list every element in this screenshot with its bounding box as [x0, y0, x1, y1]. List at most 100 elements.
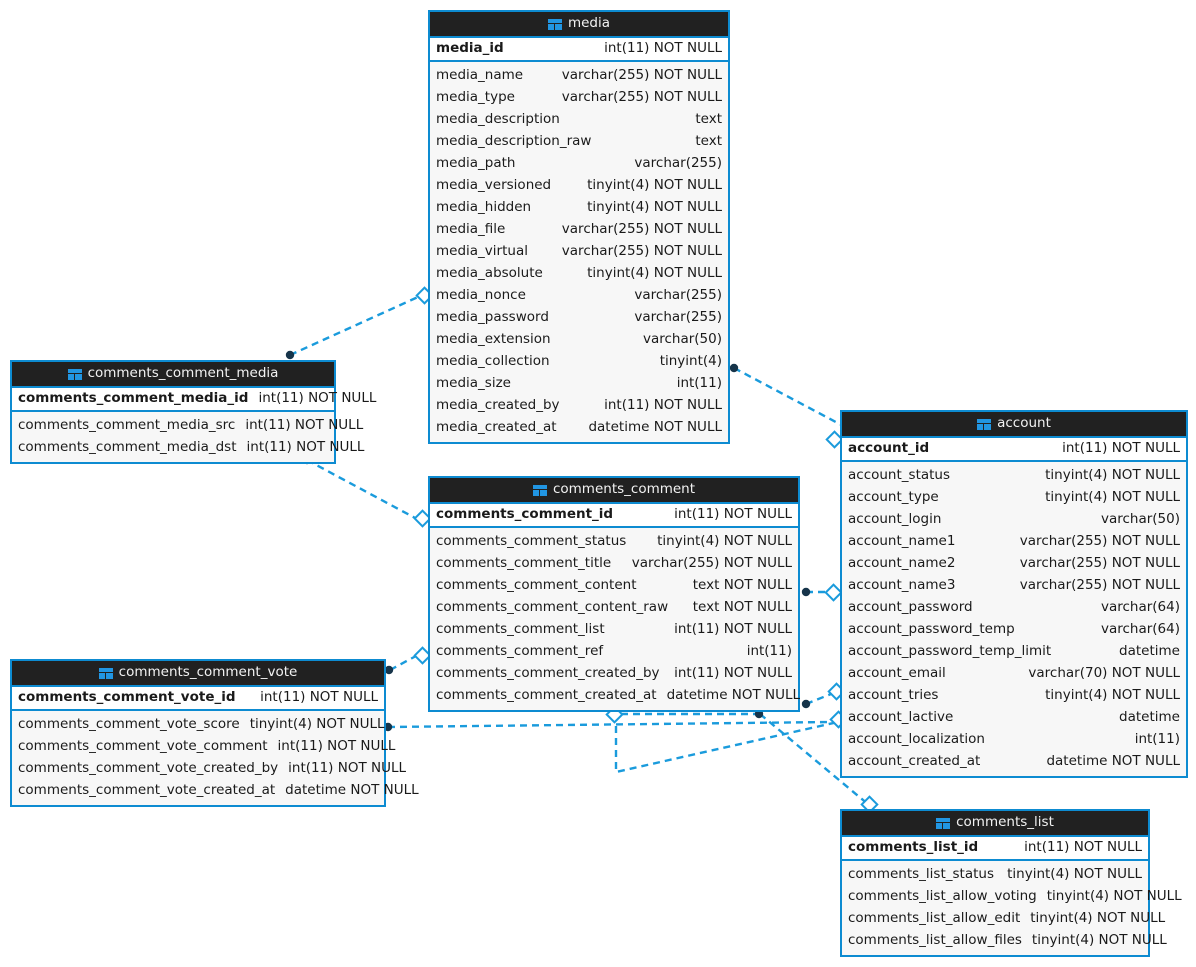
entity-header-media: media	[430, 12, 728, 38]
column-type: varchar(50)	[642, 331, 722, 348]
column-type: tinyint(4) NOT NULL	[587, 177, 722, 194]
column-name: account_localization	[848, 731, 985, 748]
entity-title: media	[567, 15, 611, 32]
column-name: comments_comment_content_raw	[436, 599, 669, 616]
column-type: datetime	[1119, 709, 1180, 726]
column-name: comments_comment_ref	[436, 643, 604, 660]
column-type: varchar(255) NOT NULL	[631, 555, 792, 572]
column-name: comments_comment_vote_score	[18, 716, 240, 733]
entity-account[interactable]: account account_id int(11) NOT NULL acco…	[840, 410, 1188, 778]
column-name: account_password_temp_limit	[848, 643, 1052, 660]
entity-media[interactable]: media media_id int(11) NOT NULL media_na…	[428, 10, 730, 444]
primary-key-row[interactable]: media_id int(11) NOT NULL	[430, 38, 728, 62]
column-type: tinyint(4) NOT NULL	[1007, 866, 1142, 883]
entity-comments-comment-media[interactable]: comments_comment_media comments_comment_…	[10, 360, 376, 464]
primary-key-row[interactable]: comments_comment_vote_id int(11) NOT NUL…	[12, 687, 384, 711]
primary-key-row[interactable]: comments_comment_id int(11) NOT NULL	[430, 504, 798, 528]
column-type: varchar(64)	[1100, 599, 1180, 616]
entity-comments-comment[interactable]: comments_comment comments_comment_id int…	[428, 476, 800, 712]
column-row[interactable]: account_status tinyint(4) NOT NULL	[842, 465, 1186, 487]
column-name: account_login	[848, 511, 942, 528]
column-name: media_created_by	[436, 397, 560, 414]
column-name: comments_comment_media_src	[18, 417, 236, 434]
primary-key-row[interactable]: comments_comment_media_id int(11) NOT NU…	[12, 388, 376, 412]
column-name: media_path	[436, 155, 516, 172]
column-type: tinyint(4) NOT NULL	[1045, 489, 1180, 506]
column-type: varchar(50)	[1100, 511, 1180, 528]
column-name: account_status	[848, 467, 951, 484]
column-name: media_password	[436, 309, 549, 326]
column-type: text	[695, 133, 722, 150]
primary-key-row[interactable]: comments_list_id int(11) NOT NULL	[842, 837, 1148, 861]
column-type: varchar(255) NOT NULL	[561, 243, 722, 260]
column-type: tinyint(4)	[659, 353, 722, 370]
column-name: account_password_temp	[848, 621, 1015, 638]
column-name: comments_comment_media_dst	[18, 439, 237, 456]
column-name: comments_list_allow_files	[848, 932, 1022, 949]
column-type: tinyint(4) NOT NULL	[1045, 467, 1180, 484]
primary-key-row[interactable]: account_id int(11) NOT NULL	[842, 438, 1186, 462]
column-name: media_name	[436, 67, 524, 84]
column-row[interactable]: account_login varchar(50)	[842, 509, 1186, 531]
column-name: comments_list_allow_voting	[848, 888, 1037, 905]
edge-cc-media-to-media	[289, 295, 419, 357]
column-type: varchar(255) NOT NULL	[1019, 555, 1180, 572]
column-name: comments_comment_vote_comment	[18, 738, 268, 755]
column-type: text NOT NULL	[692, 577, 792, 594]
entity-comments-list[interactable]: comments_list comments_list_id int(11) N…	[840, 809, 1182, 957]
column-name: comments_list_allow_edit	[848, 910, 1021, 927]
column-name: account_name3	[848, 577, 956, 594]
edge-comment-to-account-upper	[805, 690, 837, 706]
column-type: varchar(70) NOT NULL	[1028, 665, 1180, 682]
entity-comments-comment-vote[interactable]: comments_comment_vote comments_comment_v…	[10, 659, 419, 807]
